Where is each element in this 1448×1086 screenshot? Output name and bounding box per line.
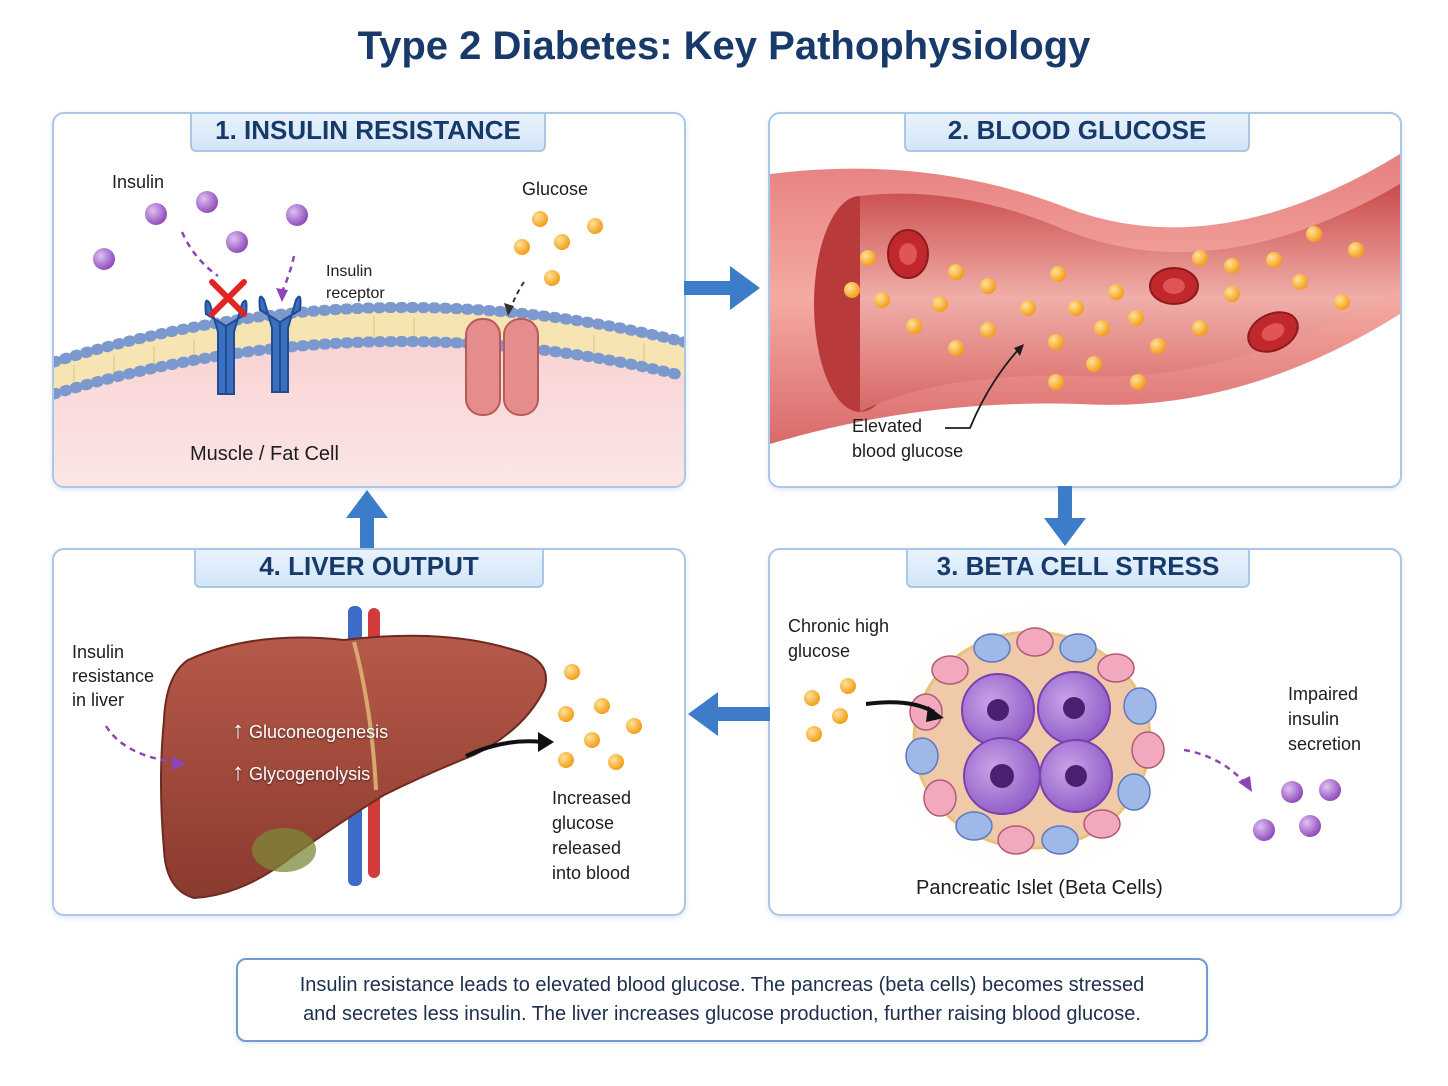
label-released-line1: Increased <box>552 788 632 808</box>
label-insulin-resistance-line1: Insulin <box>72 642 125 662</box>
label-chronic-line2: glucose <box>788 641 851 661</box>
insulin-receptor <box>258 295 302 393</box>
label-insulin-resistance-line2: resistance <box>72 666 155 686</box>
blood-vessel-illustration <box>770 154 1400 444</box>
glucose-input <box>804 678 856 742</box>
dashed-arrow-icon <box>180 231 296 293</box>
label-insulin-receptor-line2: receptor <box>326 285 385 302</box>
label-impaired-line1: Impaired <box>1288 684 1359 704</box>
summary-line-1: Insulin resistance leads to elevated blo… <box>299 974 1145 996</box>
label-impaired-line3: secretion <box>1288 734 1362 754</box>
label-insulin-resistance-line3: in liver <box>72 690 125 710</box>
label-elevated-line1: Elevated <box>852 416 923 436</box>
pancreatic-islet-illustration <box>804 590 1341 890</box>
flow-arrow-icon <box>346 490 388 548</box>
label-glycogenolysis: ↑ Glycogenolysis <box>232 760 370 787</box>
label-released-line4: into blood <box>552 863 631 883</box>
liver-illustration <box>104 606 642 900</box>
flow-arrow-icon <box>684 266 760 310</box>
panel-blood-glucose: 2. BLOOD GLUCOSE Elevated blood glucose <box>768 112 1402 488</box>
glucose-molecules <box>514 211 603 286</box>
summary-box: Insulin resistance leads to elevated blo… <box>236 958 1208 1042</box>
label-insulin: Insulin <box>112 172 165 192</box>
gluconeogenesis-text: Gluconeogenesis <box>249 722 389 742</box>
label-glucose: Glucose <box>522 179 589 199</box>
label-gluconeogenesis: ↑ Gluconeogenesis <box>232 718 388 745</box>
panel-beta-cell-stress: 3. BETA CELL STRESS Chronic high glucose… <box>768 548 1402 916</box>
up-arrow-icon: ↑ <box>232 717 244 744</box>
flow-arrow-icon <box>688 692 770 736</box>
summary-line-2: and secretes less insulin. The liver inc… <box>303 1003 1141 1025</box>
label-released-line3: released <box>552 838 622 858</box>
liver-organ <box>160 634 547 900</box>
panel-title-liver-output: 4. LIVER OUTPUT <box>194 550 544 588</box>
label-pancreatic-islet: Pancreatic Islet (Beta Cells) <box>916 877 1163 899</box>
glycogenolysis-text: Glycogenolysis <box>249 764 371 784</box>
panel-liver-output: 4. LIVER OUTPUT Insulin resistance in li… <box>52 548 686 916</box>
secreted-insulin <box>1253 779 1341 841</box>
beta-cells <box>961 671 1113 815</box>
blocked-x-icon <box>209 279 247 317</box>
up-arrow-icon: ↑ <box>232 759 244 786</box>
label-chronic-line1: Chronic high <box>788 616 890 636</box>
label-released-line2: glucose <box>552 813 615 833</box>
insulin-molecules <box>93 191 308 270</box>
panel-title-blood-glucose: 2. BLOOD GLUCOSE <box>904 114 1250 152</box>
red-blood-cells <box>887 229 1299 353</box>
panel-title-insulin-resistance: 1. INSULIN RESISTANCE <box>190 114 546 152</box>
page-title: Type 2 Diabetes: Key Pathophysiology <box>357 24 1091 68</box>
label-insulin-receptor-line1: Insulin <box>326 263 373 280</box>
glucose-transporter-channel <box>465 318 539 416</box>
insulin-resistance-illustration <box>54 191 684 486</box>
label-elevated-line2: blood glucose <box>852 441 964 461</box>
summary-text: Insulin resistance leads to elevated blo… <box>300 971 1145 1029</box>
glucose-particles <box>844 226 1364 390</box>
insulin-receptor-blocked <box>204 299 248 395</box>
panel-insulin-resistance: 1. INSULIN RESISTANCE Insulin Insulin re… <box>52 112 686 488</box>
label-impaired-line2: insulin <box>1288 709 1340 729</box>
label-muscle-fat-cell: Muscle / Fat Cell <box>190 443 339 465</box>
flow-arrow-icon <box>1044 486 1086 546</box>
released-glucose <box>558 664 642 770</box>
panel-title-beta-cell-stress: 3. BETA CELL STRESS <box>906 550 1250 588</box>
